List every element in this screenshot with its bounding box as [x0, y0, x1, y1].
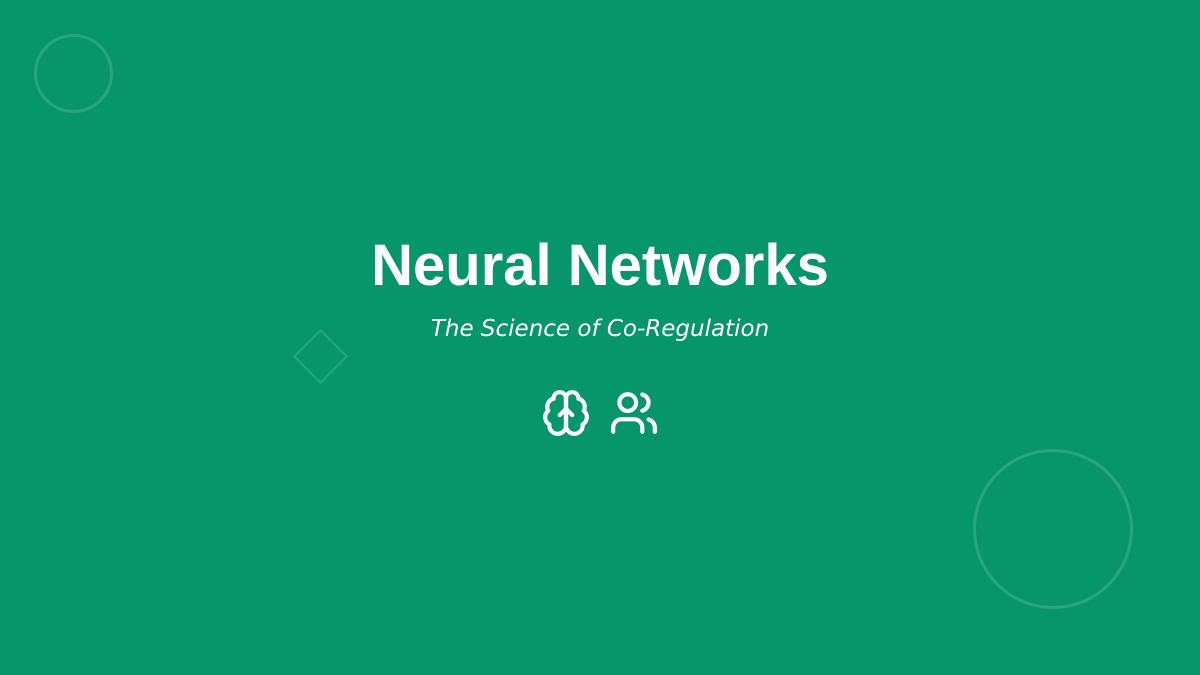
icon-row: [0, 388, 1200, 443]
users-icon: [609, 388, 659, 443]
slide-subtitle: The Science of Co-Regulation: [430, 316, 770, 342]
decorative-circle: [973, 449, 1133, 609]
decorative-circle: [34, 34, 113, 113]
brain-icon: [541, 388, 591, 443]
slide-title: Neural Networks: [371, 233, 829, 298]
